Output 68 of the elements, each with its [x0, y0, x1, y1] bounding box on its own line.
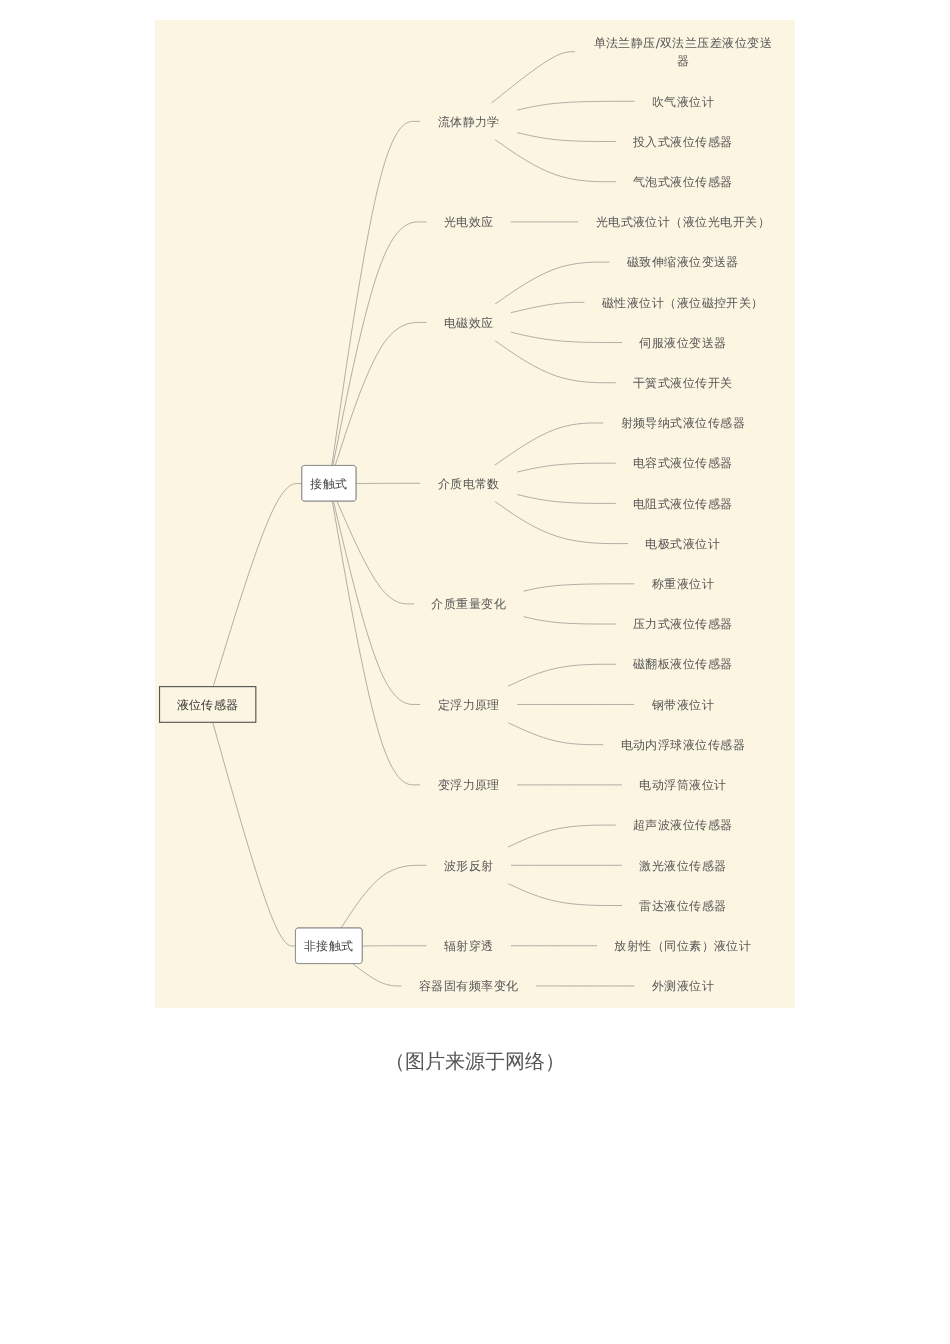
- node-text: 电动浮筒液位计: [639, 777, 727, 792]
- connector: [362, 945, 428, 947]
- node-text: 磁致伸缩液位变送器: [626, 255, 739, 270]
- connector: [506, 824, 617, 848]
- node-box: 液位传感器: [158, 686, 257, 723]
- connector: [333, 501, 421, 705]
- node-text: 流体静力学: [437, 114, 500, 129]
- node-text: 压力式液位传感器: [633, 616, 733, 632]
- node-text: 投入式液位传感器: [633, 134, 733, 149]
- connector: [336, 501, 415, 605]
- node-text: 磁翻板液位传感器: [633, 657, 733, 672]
- connector: [340, 865, 428, 929]
- node-text: 称重液位计: [651, 576, 715, 591]
- connector: [494, 261, 611, 305]
- connector: [332, 501, 421, 786]
- node-text: 磁性液位计（液位磁控开关）: [601, 295, 764, 310]
- node-text: 超声波液位传感器: [633, 818, 733, 833]
- connector: [510, 865, 623, 866]
- connector: [510, 331, 623, 343]
- node-text: 钢带液位计: [651, 697, 715, 712]
- node-text: 介质电常数: [437, 476, 500, 491]
- connector: [356, 483, 421, 484]
- node-text: 辐射穿透: [443, 938, 494, 953]
- connector: [331, 121, 421, 466]
- connector: [516, 494, 617, 504]
- connector: [510, 221, 579, 223]
- node-text: 单法兰静压/双法兰压差液位变送器: [593, 35, 773, 69]
- connector: [522, 616, 617, 625]
- node-text: 光电式液位计（液位光电开关）: [595, 214, 771, 229]
- connector: [510, 945, 598, 946]
- node-text: 雷达液位传感器: [639, 898, 727, 913]
- node-text: 电极式液位计: [645, 536, 721, 551]
- connector: [352, 963, 403, 987]
- connector: [494, 500, 629, 544]
- node-text: 光电效应: [443, 214, 494, 229]
- node-text: 定浮力原理: [437, 697, 500, 712]
- connector: [516, 784, 623, 786]
- node-text: 气泡式液位传感器: [633, 174, 733, 189]
- node-text: 变浮力原理: [437, 777, 500, 792]
- connector: [510, 302, 586, 313]
- connector: [494, 422, 604, 466]
- node-text: 电动内浮球液位传感器: [620, 737, 746, 752]
- connector: [212, 722, 297, 947]
- node-text: 电磁效应: [443, 315, 494, 330]
- connector: [516, 462, 617, 473]
- node-text: 伺服液位变送器: [639, 335, 727, 350]
- connector: [212, 483, 303, 687]
- node-text: 介质重量变化: [431, 596, 507, 612]
- caption: （图片来源于网络）: [385, 1048, 565, 1076]
- node-text: 放射性（同位素）液位计: [614, 938, 752, 953]
- connector: [334, 322, 428, 466]
- node-text: 射频导纳式液位传感器: [620, 415, 746, 431]
- node-text: 电阻式液位传感器: [633, 496, 733, 511]
- connector: [494, 340, 617, 384]
- node-text: 干簧式液位传开关: [633, 375, 733, 390]
- node-text: 激光液位传感器: [639, 858, 727, 873]
- connector: [516, 132, 617, 142]
- node-text: 外测液位计: [651, 978, 715, 994]
- node-text: 吹气液位计: [651, 94, 715, 109]
- connector: [332, 221, 428, 466]
- connector: [516, 704, 635, 705]
- node-text: 容器固有频率变化: [418, 978, 519, 994]
- node-text: 波形反射: [443, 858, 494, 873]
- node-text: 电容式液位传感器: [633, 456, 733, 471]
- connector: [494, 138, 617, 182]
- connector: [522, 583, 635, 592]
- connector: [516, 101, 635, 111]
- connector: [490, 51, 576, 104]
